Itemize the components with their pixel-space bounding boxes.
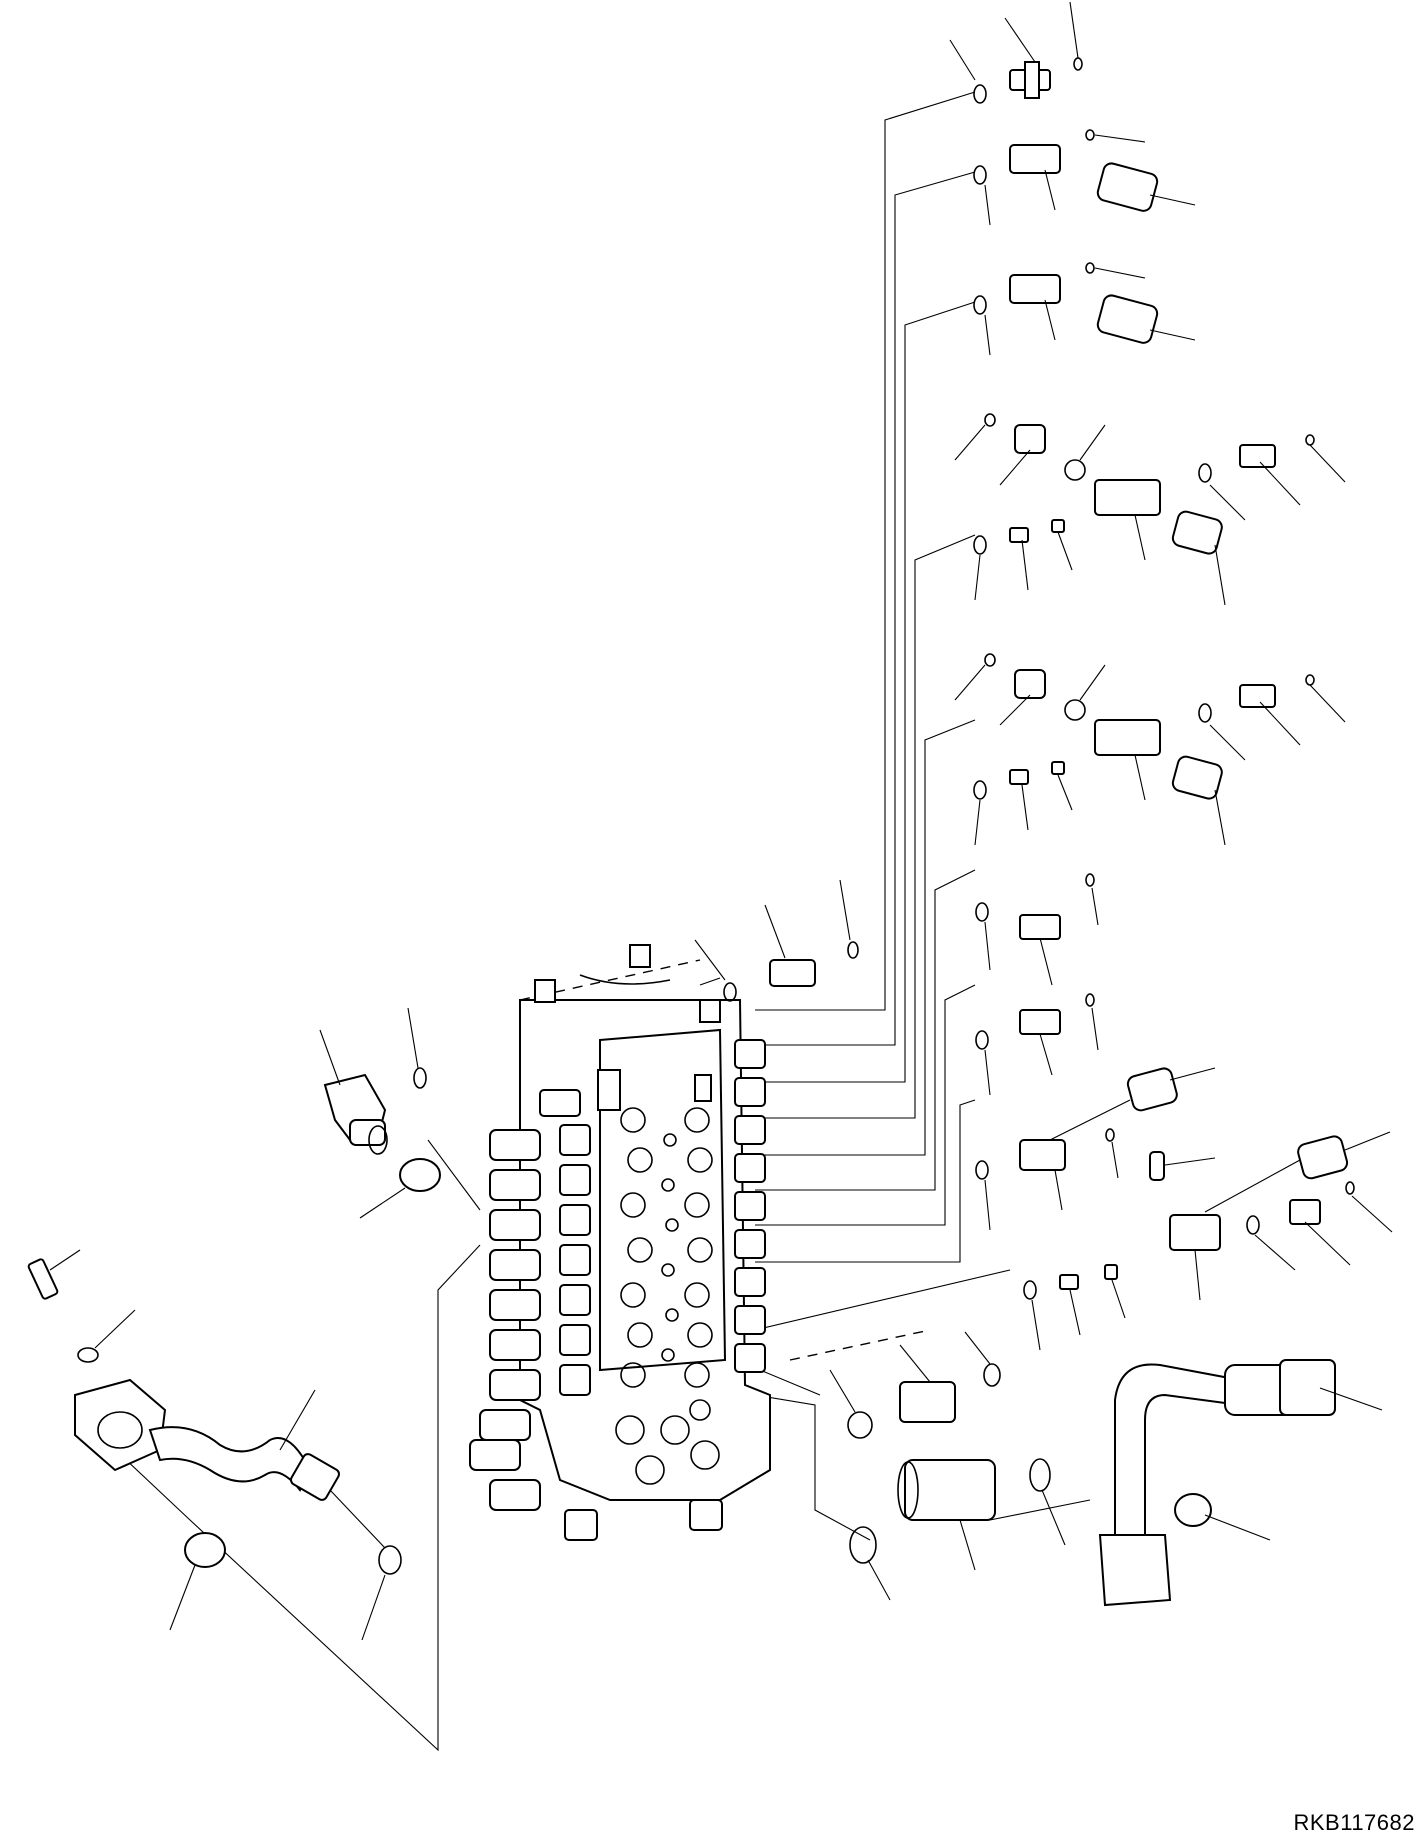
fitting-row-2 [973, 129, 1196, 226]
control-valve-block [469, 944, 771, 1541]
fitting-row-8 [975, 1067, 1216, 1231]
bottom-right-bent-tube [1098, 1359, 1383, 1607]
fitting-row-9 [1149, 1131, 1393, 1301]
valve-right-caps [734, 1039, 766, 1373]
fitting-row-10 [1023, 1264, 1126, 1351]
left-flange-tube [27, 1249, 402, 1641]
connection-lines [84, 91, 1091, 1752]
fitting-row-7 [975, 993, 1099, 1096]
fitting-row-1 [949, 1, 1083, 104]
fitting-row-4 [954, 413, 1346, 606]
top-adapter [694, 879, 859, 1002]
valve-face-ports [615, 1107, 720, 1485]
drawing-code: RKB117682 [1293, 1810, 1415, 1835]
valve-left-caps [469, 1089, 591, 1511]
left-elbow-fitting [319, 1007, 441, 1219]
fitting-row-3 [973, 262, 1196, 356]
fitting-row-6 [975, 873, 1099, 986]
bottom-adapters [789, 1329, 1066, 1601]
fitting-row-5 [954, 653, 1346, 846]
